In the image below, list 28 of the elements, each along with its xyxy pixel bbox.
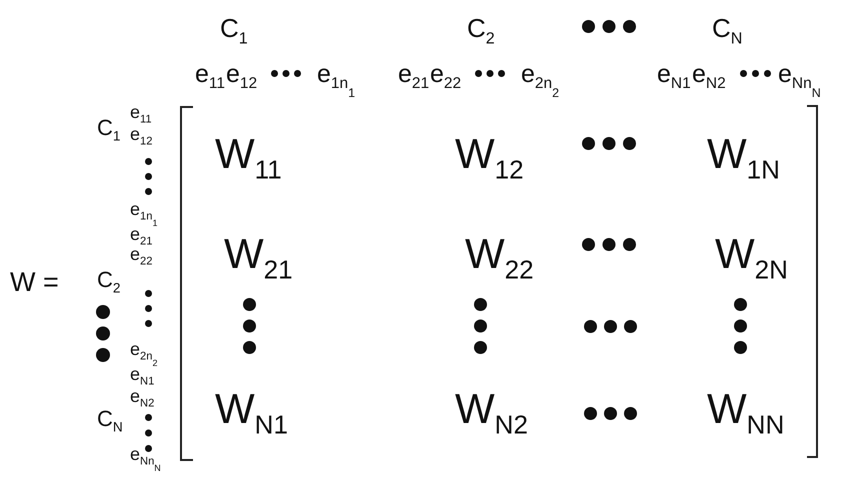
matrix-entry: W$_{1N}$ xyxy=(707,133,780,183)
row-index-label: e$_{22}$ xyxy=(130,244,152,268)
matrix-entry: W$_{NN}$ xyxy=(707,388,784,438)
matrix-name: W = xyxy=(10,269,59,296)
matrix-entry: W$_{N2}$ xyxy=(455,388,528,438)
row-group-label: C$_{2}$ xyxy=(97,269,120,296)
matrix-entry: W$_{12}$ xyxy=(455,133,524,183)
column-index-label: e$_{22}$ xyxy=(430,62,462,92)
row-index-label: e$_{N1}$ xyxy=(130,364,154,388)
matrix-entry: W$_{22}$ xyxy=(465,233,534,283)
column-group-label: C$_{1}$ xyxy=(220,14,248,46)
row-group-label: C$_{N}$ xyxy=(97,408,123,434)
row-index-label: e$_{21}$ xyxy=(130,224,152,248)
row-index-label: e$_{N2}$ xyxy=(130,386,154,410)
column-index-label: e$_{11}$ xyxy=(195,62,225,92)
column-index-label: e$_{N1}$ xyxy=(657,62,691,92)
matrix-entry: W$_{11}$ xyxy=(215,133,282,183)
matrix-entry: W$_{N1}$ xyxy=(215,388,288,438)
column-index-label: e$_{N2}$ xyxy=(692,62,726,92)
matrix-entry: W$_{21}$ xyxy=(224,233,293,283)
column-group-label: C$_{N}$ xyxy=(712,14,742,46)
row-index-label: e$_{11}$ xyxy=(130,102,152,126)
column-index-label: e$_{21}$ xyxy=(398,62,430,92)
row-index-label: e$_{12}$ xyxy=(130,124,152,148)
column-group-label: C$_{2}$ xyxy=(467,14,495,46)
matrix-entry: W$_{2N}$ xyxy=(715,233,788,283)
column-index-label: e$_{12}$ xyxy=(226,62,258,92)
row-group-label: C$_{1}$ xyxy=(97,117,120,144)
